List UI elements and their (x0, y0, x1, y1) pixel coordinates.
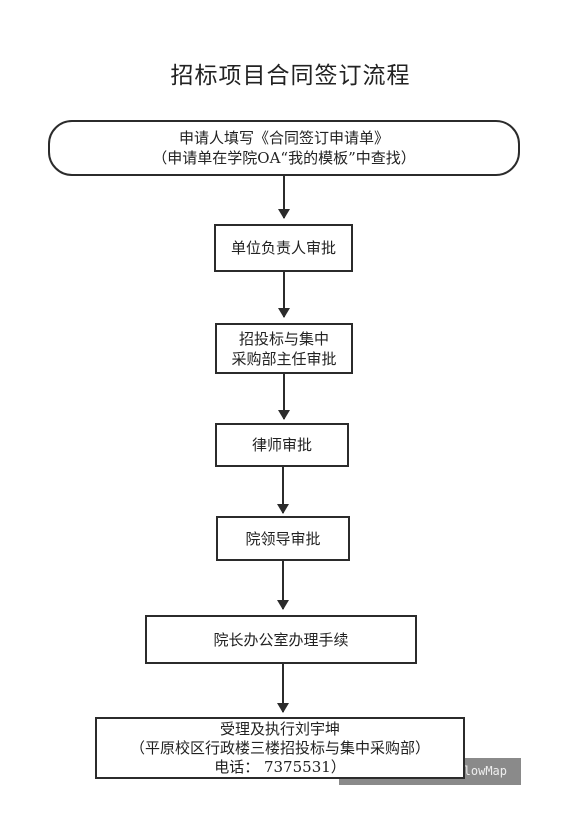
step-office-node: 院长办公室办理手续 (145, 615, 417, 664)
diagram-title: 招标项目合同签订流程 (170, 63, 411, 89)
step-procurement-line-2: 采购部主任审批 (231, 349, 337, 368)
step-execute-node: 受理及执行刘宇坤 （平原校区行政楼三楼招投标与集中采购部） 电话： 737553… (95, 717, 465, 779)
step-unit-head-label: 单位负责人审批 (230, 239, 336, 257)
step-apply-line-2: （申请单在学院OA“我的模板”中查找） (152, 149, 416, 167)
step-execute-line-1: 受理及执行刘宇坤 (219, 719, 340, 738)
step-procurement-line-1: 招投标与集中 (238, 329, 329, 348)
step-lawyer-label: 律师审批 (251, 436, 312, 454)
step-office-label: 院长办公室办理手续 (213, 630, 349, 649)
step-leader-node: 院领导审批 (216, 516, 350, 561)
step-execute-line-3: 电话： 7375531） (214, 757, 346, 776)
step-leader-label: 院领导审批 (245, 529, 321, 548)
step-apply-node: 申请人填写《合同签订申请单》 （申请单在学院OA“我的模板”中查找） (48, 120, 520, 176)
step-execute-line-2: （平原校区行政楼三楼招投标与集中采购部） (129, 738, 430, 757)
step-procurement-node: 招投标与集中 采购部主任审批 (215, 323, 353, 374)
step-unit-head-node: 单位负责人审批 (214, 224, 353, 272)
step-apply-line-1: 申请人填写《合同签订申请单》 (178, 129, 389, 147)
step-lawyer-node: 律师审批 (215, 423, 349, 467)
